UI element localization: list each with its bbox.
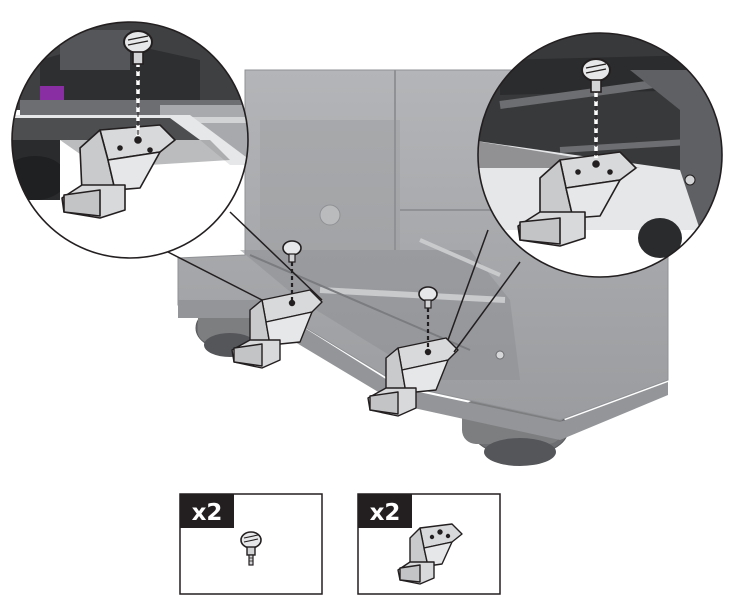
- zoom-detail-left: [0, 0, 260, 260]
- quantity-label: x2: [370, 500, 401, 526]
- quantity-label: x2: [192, 500, 223, 526]
- parts-box-screw: x2: [180, 494, 322, 594]
- parts-box-bracket: x2: [358, 494, 500, 594]
